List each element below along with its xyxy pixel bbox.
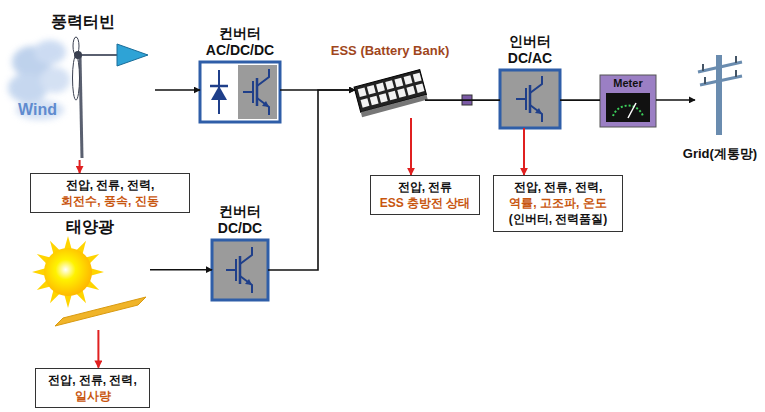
converter-dc-dc-symbol: [212, 240, 268, 300]
converter-dc-dc-symbol: [212, 240, 268, 300]
inverter-symbol: [516, 76, 542, 122]
power-flow-line: [656, 99, 695, 101]
converter-ac-dc-symbol: [200, 62, 280, 122]
sensor-text: 전압, 전류: [379, 179, 471, 195]
node-label: 풍력터빈: [51, 12, 115, 31]
sun: [32, 236, 104, 308]
wind-cloud: [8, 40, 70, 120]
battery-node: ESS (Battery Bank): [355, 62, 425, 118]
sensor-box: 전압, 전류, 전력,회전수, 풍속, 진동: [30, 173, 190, 213]
power-flow-line: [155, 89, 200, 91]
meter-symbol: [613, 106, 643, 116]
battery-bank: [354, 70, 428, 118]
power-pole: [702, 64, 704, 71]
battery-bank: [397, 88, 406, 98]
converter-ac-dc-symbol: [210, 85, 228, 88]
battery-bank: [404, 75, 413, 85]
wind-turbine: [74, 51, 82, 59]
battery-bank: [413, 73, 422, 83]
measurement-arrow: [410, 118, 412, 175]
meter-symbol: [628, 103, 636, 118]
wind-cloud: [34, 40, 66, 64]
battery-bank: [406, 86, 415, 96]
sensor-box: 전압, 전류, 전력,일사량: [35, 368, 150, 408]
inverter-box: 인버터 DC/AC: [500, 70, 560, 128]
sensor-text: (인버터, 전력품질): [502, 211, 614, 227]
wind-turbine: [117, 44, 148, 66]
node-label: 컨버터 DC/DC: [218, 203, 262, 237]
wind-turbine: [78, 54, 122, 56]
wind-cloud: [16, 100, 64, 120]
node-label: ESS (Battery Bank): [331, 43, 449, 59]
wind-turbine: [73, 37, 149, 158]
node-label: Grid(계통망): [683, 145, 757, 163]
power-flow-line: [150, 269, 212, 271]
solar-node: 태양광: [30, 240, 150, 330]
sensor-text: 전압, 전류, 전력,: [502, 179, 614, 195]
battery-bank: [358, 73, 425, 108]
converter-box: 컨버터 DC/DC: [212, 240, 268, 300]
meter-box: Meter: [600, 75, 656, 127]
sensor-text: 전압, 전류, 전력,: [39, 177, 181, 193]
battery-bank: [361, 98, 370, 108]
wind-cloud: [40, 67, 70, 93]
sensor-text: 일사량: [44, 388, 141, 404]
power-pole: [735, 56, 737, 63]
battery-bank: [379, 93, 388, 103]
sensor-box: 전압, 전류, 전력,역률, 고조파, 온도(인버터, 전력품질): [493, 175, 623, 232]
sun: [32, 236, 104, 308]
converter-ac-dc-symbol: [238, 65, 277, 119]
converter-ac-dc-symbol: [243, 69, 269, 115]
power-pole: [698, 55, 742, 135]
meter-symbol: [600, 75, 656, 127]
wind-turbine: [80, 56, 82, 158]
battery-bank: [370, 96, 379, 106]
node-label: 인버터 DC/AC: [508, 33, 552, 67]
converter-dc-dc-symbol: [226, 247, 252, 293]
sun: [44, 248, 92, 296]
meter-symbol: [606, 93, 650, 122]
battery-bank: [358, 88, 367, 98]
solar-panel: [55, 297, 146, 326]
power-pole: [700, 76, 742, 85]
converter-ac-dc-symbol: [200, 62, 280, 122]
grid-node: Grid(계통망): [695, 50, 745, 135]
battery-bank: [394, 78, 403, 88]
wind-turbine: 풍력터빈Wind: [10, 35, 155, 160]
sensor-text: 회전수, 풍속, 진동: [39, 193, 181, 209]
power-flow-line: [268, 90, 355, 270]
converter-ac-dc-symbol: [211, 86, 227, 100]
sensor-box: 전압, 전류ESS 충방전 상태: [370, 175, 480, 215]
sensor-text: ESS 충방전 상태: [379, 195, 471, 211]
power-flow-line: [425, 99, 500, 101]
illustration-label: Wind: [18, 101, 57, 119]
measurement-arrow: [97, 330, 99, 368]
converter-box: 컨버터 AC/DC/DC: [200, 62, 280, 122]
node-label: 컨버터 AC/DC/DC: [206, 25, 274, 59]
power-pole: [704, 77, 706, 84]
battery-bank: [416, 83, 425, 93]
node-label: 태양광: [66, 217, 114, 236]
battery-bank: [367, 85, 376, 95]
power-pole: [735, 70, 737, 77]
measurement-arrow: [79, 160, 81, 173]
sensor-text: 역률, 고조파, 온도: [502, 195, 614, 211]
sensor-text: 전압, 전류, 전력,: [44, 372, 141, 388]
battery-bank: [385, 80, 394, 90]
measurement-arrow: [523, 128, 525, 175]
battery-bank: [388, 91, 397, 101]
inverter-symbol: [500, 70, 560, 128]
inverter-symbol: [500, 70, 560, 128]
wind-turbine: [73, 56, 80, 100]
meter-symbol: [600, 75, 656, 127]
battery-bank: [376, 83, 385, 93]
power-flow-line: [560, 99, 600, 101]
node-label: Meter: [600, 75, 656, 89]
